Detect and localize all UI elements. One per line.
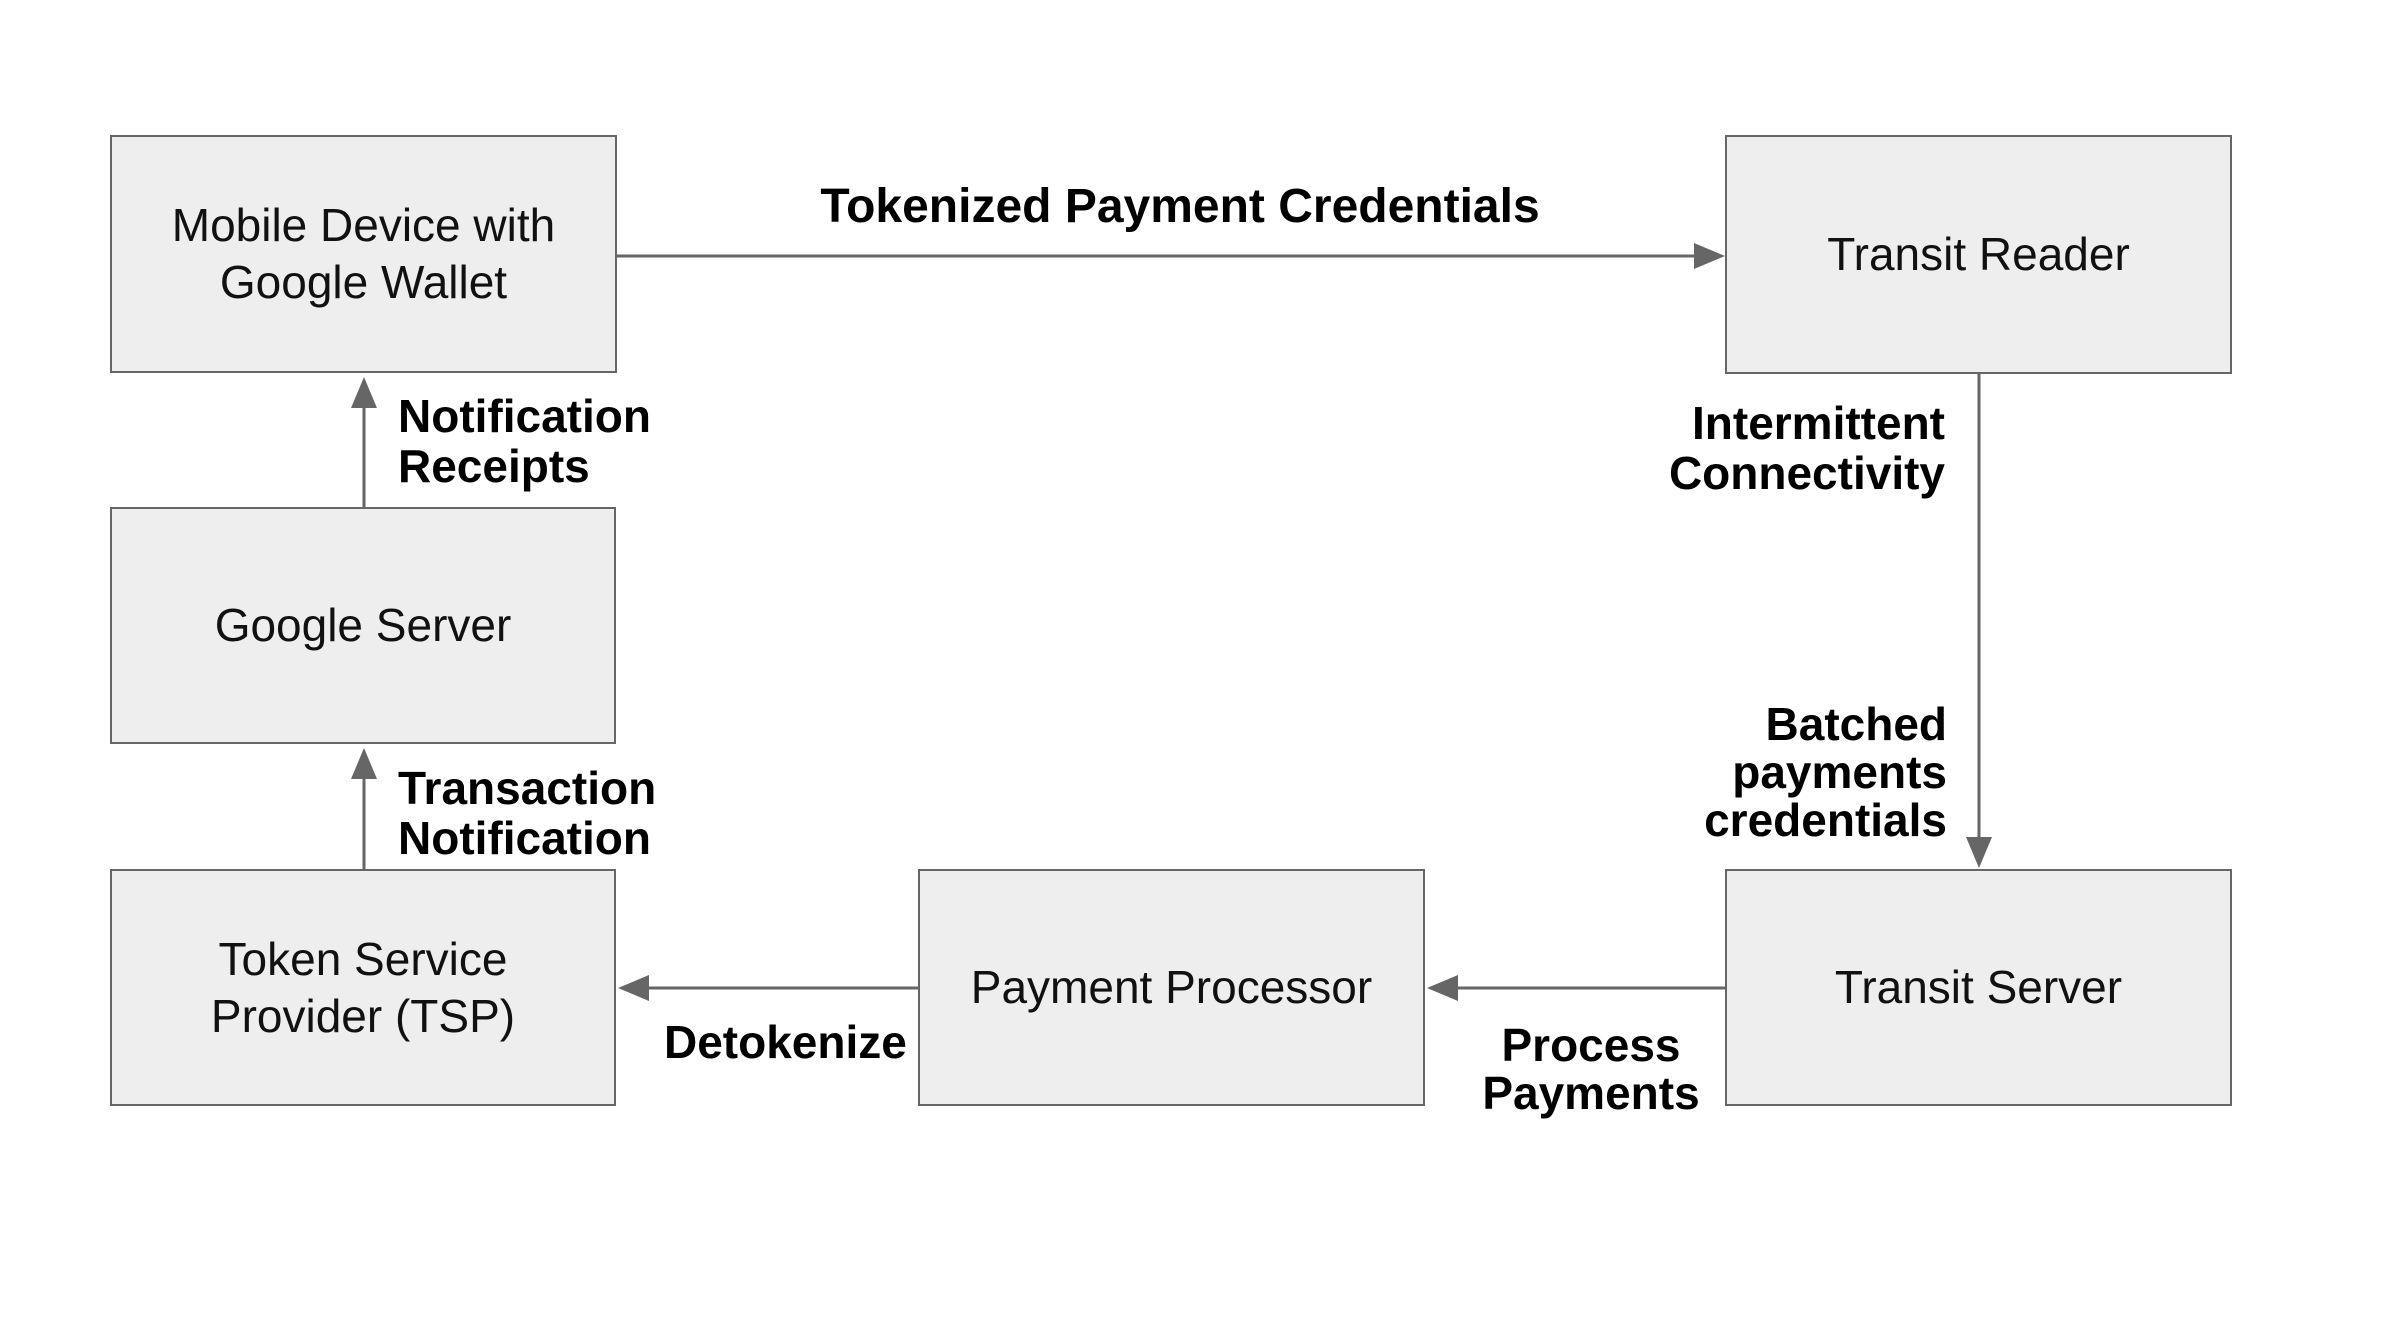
- edge-label-transaction-notification: Transaction Notification: [398, 762, 657, 864]
- node-label: Google Server: [214, 599, 512, 651]
- edge-label-detokenize: Detokenize: [664, 1016, 907, 1068]
- node-label: Payment Processor: [970, 961, 1373, 1013]
- arrowhead-down: [1966, 837, 1992, 868]
- arrow-process-payments: [1427, 975, 1725, 1001]
- arrowhead-right: [1694, 243, 1725, 269]
- node-transit-reader: Transit Reader: [1725, 135, 2232, 374]
- arrow-batched-payments-credentials: [1966, 374, 1992, 868]
- node-label: Transit Reader: [1827, 228, 2130, 280]
- edge-label-batched-payments-credentials: Batched payments credentials: [1704, 698, 1947, 846]
- arrowhead-up: [351, 748, 377, 779]
- node-label: Transit Server: [1834, 961, 2123, 1013]
- node-transit-server: Transit Server: [1725, 869, 2232, 1106]
- node-mobile-device-with-google-wallet: Mobile Device with Google Wallet: [110, 135, 617, 373]
- arrowhead-up: [351, 377, 377, 408]
- edge-label-process-payments: Process Payments: [1482, 1019, 1700, 1119]
- node-google-server: Google Server: [110, 507, 616, 744]
- edge-label-tokenized-payment-credentials: Tokenized Payment Credentials: [820, 180, 1540, 233]
- arrow-tokenized-payment-credentials: [617, 243, 1725, 269]
- arrow-notification-receipts: [351, 377, 377, 507]
- node-token-service-provider: Token Service Provider (TSP): [110, 869, 616, 1106]
- arrowhead-left: [1427, 975, 1458, 1001]
- node-label: Mobile Device with Google Wallet: [171, 199, 556, 308]
- node-label: Token Service Provider (TSP): [210, 932, 516, 1042]
- edge-label-intermittent-connectivity: Intermittent Connectivity: [1668, 397, 1945, 499]
- arrowhead-left: [618, 975, 649, 1001]
- edge-label-notification-receipts: Notification Receipts: [398, 390, 651, 492]
- node-payment-processor: Payment Processor: [918, 869, 1425, 1106]
- arrow-detokenize: [618, 975, 918, 1001]
- arrow-transaction-notification: [351, 748, 377, 869]
